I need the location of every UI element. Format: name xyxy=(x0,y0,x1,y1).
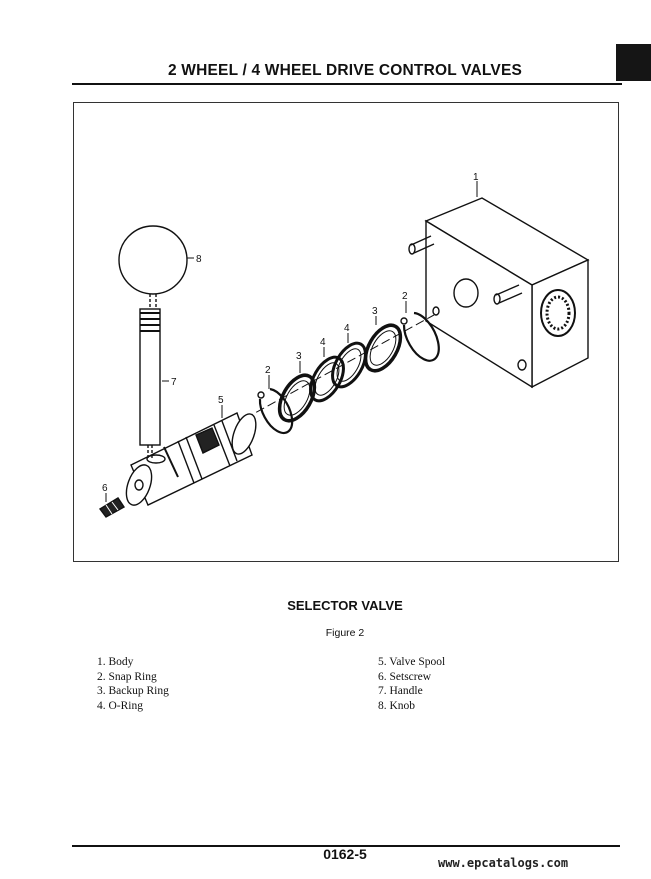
o-ring-left xyxy=(309,355,345,403)
figure-caption: SELECTOR VALVE xyxy=(287,598,403,613)
part-item: 8. Knob xyxy=(378,699,416,712)
figure-number: Figure 2 xyxy=(325,627,365,639)
figure-frame: 1 2 3 4 4 3 2 5 6 7 8 xyxy=(73,102,619,562)
snap-ring-right xyxy=(400,311,440,362)
callout-2-left: 2 xyxy=(265,365,271,376)
callout-7: 7 xyxy=(171,377,177,388)
page-number: 0162-5 xyxy=(323,846,367,862)
backup-ring-left xyxy=(277,373,317,423)
callout-5: 5 xyxy=(218,395,224,406)
part-item: 3. Backup Ring xyxy=(97,685,169,698)
valve-spool-illustration xyxy=(125,412,257,506)
callout-6: 6 xyxy=(102,483,108,494)
part-item: 6. Setscrew xyxy=(378,670,432,683)
backup-ring-right xyxy=(363,323,403,373)
handle-illustration xyxy=(139,308,161,458)
title-divider xyxy=(72,83,622,85)
snap-ring-left xyxy=(257,387,294,435)
part-item: 2. Snap Ring xyxy=(97,670,157,683)
setscrew-illustration xyxy=(98,497,126,518)
callout-4-right: 4 xyxy=(344,323,350,334)
callout-4-left: 4 xyxy=(320,337,326,348)
parts-list-right: 5. Valve Spool 6. Setscrew 7. Handle 8. … xyxy=(378,655,445,713)
section-tab-marker xyxy=(616,44,651,81)
valve-body-illustration xyxy=(408,197,590,389)
callout-2-right: 2 xyxy=(402,291,408,302)
part-item: 1. Body xyxy=(97,656,134,668)
page-title: 2 WHEEL / 4 WHEEL DRIVE CONTROL VALVES xyxy=(167,62,523,79)
callout-3-left: 3 xyxy=(296,351,302,362)
parts-list-left: 1. Body 2. Snap Ring 3. Backup Ring 4. O… xyxy=(97,655,169,713)
callout-3-right: 3 xyxy=(372,306,378,317)
selector-valve-diagram: 1 2 3 4 4 3 2 5 6 7 8 xyxy=(98,172,590,518)
knob-illustration xyxy=(118,225,188,308)
callout-1: 1 xyxy=(473,172,479,183)
footer-divider xyxy=(72,845,620,847)
part-item: 7. Handle xyxy=(378,685,423,698)
part-item: 4. O-Ring xyxy=(97,699,143,712)
callout-8: 8 xyxy=(196,254,202,265)
part-item: 5. Valve Spool xyxy=(378,656,446,668)
watermark: www.epcatalogs.com xyxy=(438,856,569,870)
